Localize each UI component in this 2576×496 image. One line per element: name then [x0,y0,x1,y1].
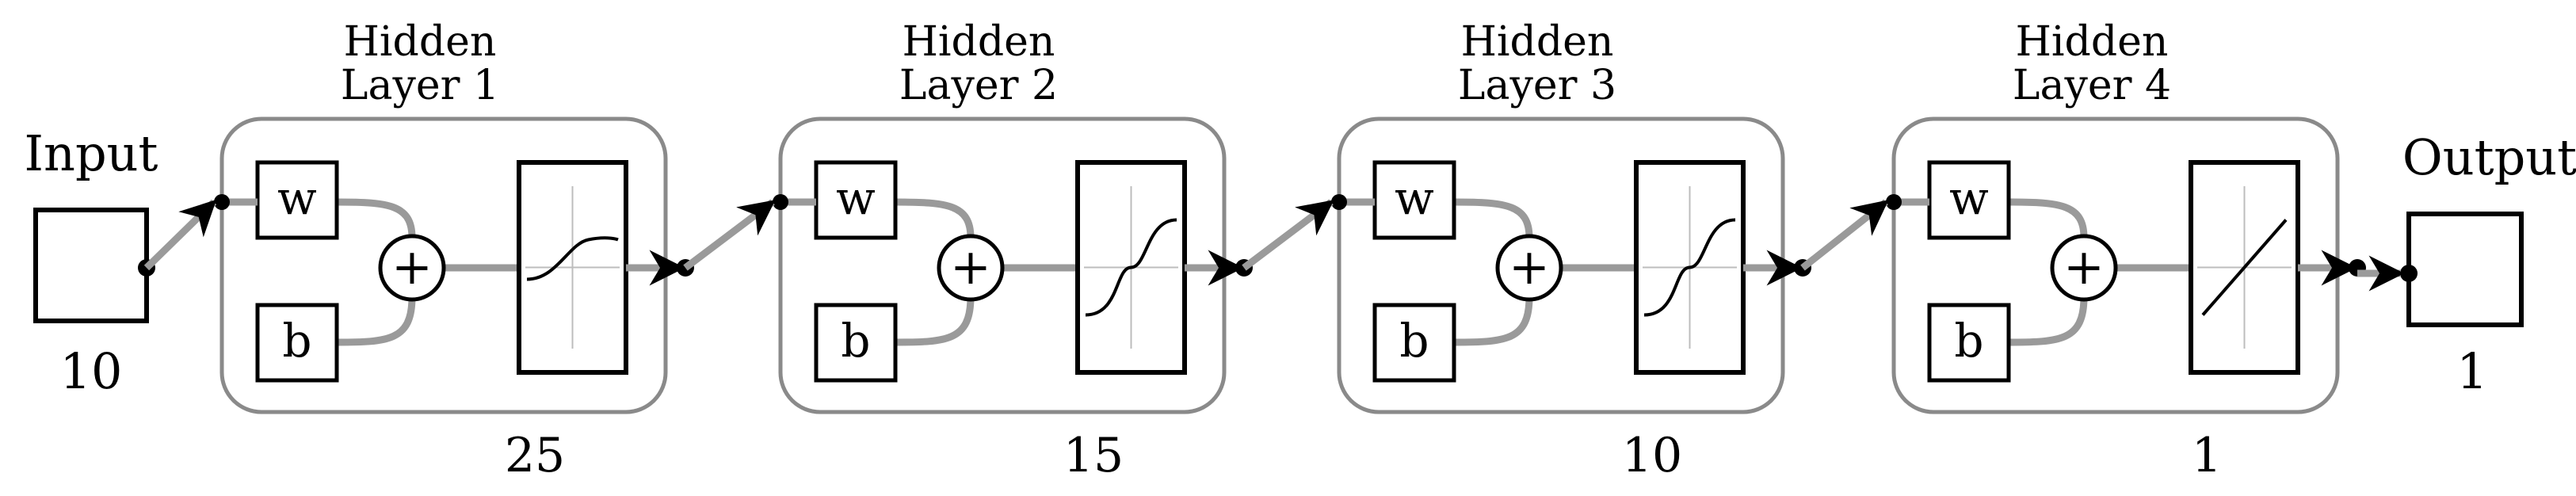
weight-box [814,160,898,240]
output-label: Output [2402,128,2576,186]
transfer-curve-linear [2201,219,2288,316]
sum-label: + [1509,238,1550,296]
bias-box [814,303,898,383]
layer-title-line2: Layer 4 [2013,62,2171,109]
transfer-curve-sigmoid [526,236,619,281]
layer-title-line1: Hidden [1461,18,1614,66]
output-size: 1 [2456,342,2487,400]
weight-label: w [1949,171,1989,225]
layer-neuron-count: 15 [1063,428,1124,483]
weight-connector [336,198,416,238]
layer-title-line1: Hidden [344,18,497,66]
layer-connectors [143,199,2405,292]
weight-connector [1453,198,1533,238]
connector-3 [1242,199,1334,271]
layer-title-line2: Layer 1 [341,62,499,109]
bias-connector [336,296,416,346]
layer-title-line2: Layer 2 [899,62,1058,109]
sum-label: + [2063,238,2105,296]
bias-box [1927,303,2011,383]
layer-title-line1: Hidden [2016,18,2169,66]
weight-label: w [836,171,876,225]
input-box [33,208,149,323]
bias-box [1372,303,1456,383]
weight-box [1927,160,2011,240]
bias-connector [895,296,975,346]
bias-label: b [841,314,870,368]
sum-node [937,234,1005,302]
weight-label: w [277,171,317,225]
output-dot [2400,265,2418,282]
transfer-curve-tansig [1085,218,1177,317]
output-box [2406,212,2524,327]
layer-input-dot [773,194,788,210]
connector-4 [1800,199,1889,271]
weight-box [1372,160,1456,240]
layer-input-dot [1331,194,1347,210]
layer-input-dot [214,194,230,210]
sum-label: + [950,238,991,296]
transfer-curve-tansig [1643,218,1736,317]
weight-label: w [1395,171,1434,225]
layer-neuron-count: 1 [2192,428,2222,483]
bias-connector [2008,296,2088,346]
sum-label: + [391,238,433,296]
input-size: 10 [60,342,123,400]
bias-connector [1453,296,1533,346]
sum-node [1495,234,1563,302]
bias-label: b [282,314,311,368]
output-node: Output 1 [2400,128,2576,400]
sum-node [2050,234,2118,302]
bias-label: b [1954,314,1983,368]
connector-2 [683,199,776,271]
sum-node [378,234,446,302]
connector-1 [143,199,217,271]
bias-label: b [1399,314,1429,368]
layer-title-line1: Hidden [903,18,1055,66]
weight-connector [895,198,975,238]
input-label: Input [25,124,158,182]
layer-neuron-count: 25 [505,428,565,483]
layer-neuron-count: 10 [1622,428,1682,483]
layer-title-line2: Layer 3 [1458,62,1616,109]
bias-box [255,303,339,383]
weight-connector [2008,198,2088,238]
layer-input-dot [1886,194,1902,210]
input-node: Input 10 [25,124,158,400]
weight-box [255,160,339,240]
